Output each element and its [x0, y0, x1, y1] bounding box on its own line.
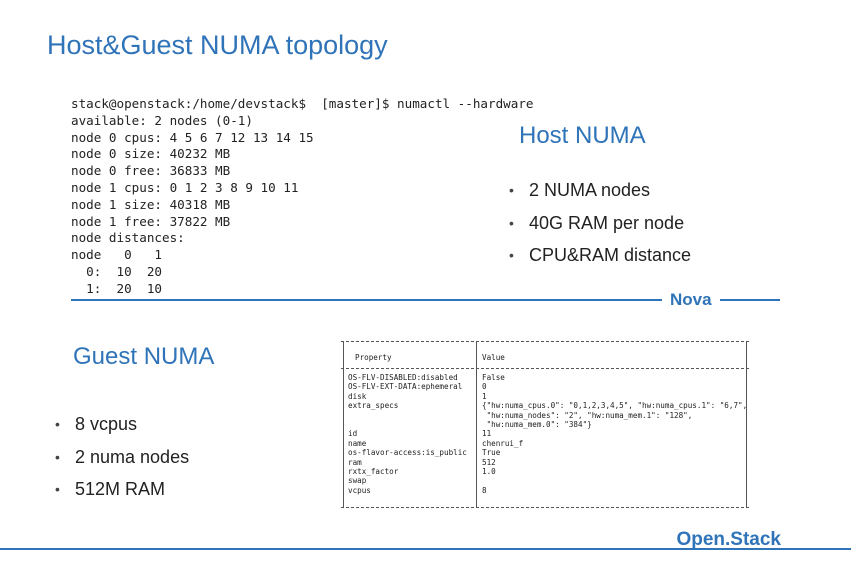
property-cell: os-flavor-access:is_public	[348, 448, 467, 458]
table-border	[341, 341, 749, 342]
bullet-item: CPU&RAM distance	[505, 243, 691, 276]
value-cell: 512	[482, 457, 496, 467]
terminal-line: 0: 10 20	[71, 263, 162, 279]
guest-numa-bullets: 8 vcpus 2 numa nodes 512M RAM	[51, 412, 189, 510]
value-cell: False	[482, 373, 505, 382]
table-border	[746, 341, 747, 508]
value-cell: 0	[482, 382, 487, 392]
terminal-output: stack@openstack:/home/devstack$ [master]…	[71, 96, 534, 298]
table-border	[343, 341, 344, 508]
property-cell: disk	[348, 391, 367, 401]
value-cell: 11	[482, 429, 492, 439]
property-cell: ram	[348, 457, 362, 467]
value-cell: "hw:numa_mem.0": "384"}	[482, 420, 592, 430]
value-cell: "hw:numa_nodes": "2", "hw:numa_mem.1": "…	[482, 410, 693, 420]
terminal-line: available: 2 nodes (0-1)	[71, 112, 253, 128]
value-cell: chenrui_f	[482, 438, 524, 448]
bullet-item: 8 vcpus	[51, 412, 189, 445]
terminal-line: node 1 free: 37822 MB	[71, 213, 231, 229]
terminal-line: stack@openstack:/home/devstack$ [master]…	[71, 96, 534, 111]
nova-label: Nova	[670, 290, 712, 309]
value-cell: True	[482, 448, 501, 458]
bullet-item: 40G RAM per node	[505, 211, 691, 244]
value-cell	[482, 476, 747, 485]
property-cell: extra_specs	[348, 401, 399, 411]
page-title: Host&Guest NUMA topology	[47, 30, 388, 60]
bullet-item: 512M RAM	[51, 477, 189, 510]
table-border	[341, 507, 749, 508]
value-cell: 1	[482, 391, 487, 401]
terminal-line: node distances:	[71, 230, 185, 246]
terminal-line: node 0 size: 40232 MB	[71, 146, 231, 162]
terminal-line: node 1 cpus: 0 1 2 3 8 9 10 11	[71, 179, 299, 195]
openstack-logo: Open.Stack	[676, 529, 781, 550]
value-cell: 1.0	[482, 467, 496, 477]
property-cell: vcpus	[348, 485, 371, 495]
property-cell: rxtx_factor	[348, 467, 399, 477]
value-cell: 8	[482, 485, 487, 495]
footer-divider	[0, 548, 851, 550]
property-cell: swap	[348, 476, 367, 486]
terminal-line: node 1 size: 40318 MB	[71, 196, 231, 212]
table-header-value: Value	[482, 353, 505, 362]
property-cell	[348, 411, 467, 420]
host-numa-bullets: 2 NUMA nodes 40G RAM per node CPU&RAM di…	[505, 178, 691, 276]
terminal-line: node 0 cpus: 4 5 6 7 12 13 14 15	[71, 129, 314, 145]
table-border	[341, 368, 749, 369]
nova-divider-left	[71, 299, 662, 301]
bullet-item: 2 NUMA nodes	[505, 178, 691, 211]
host-numa-title: Host NUMA	[519, 122, 646, 149]
guest-numa-title: Guest NUMA	[73, 343, 215, 370]
property-cell	[348, 420, 467, 429]
value-cell: {"hw:numa_cpus.0": "0,1,2,3,4,5", "hw:nu…	[482, 401, 748, 411]
table-header-property: Property	[355, 353, 392, 362]
property-cell: OS-FLV-EXT-DATA:ephemeral	[348, 382, 463, 392]
table-border	[476, 341, 477, 508]
property-cell: name	[348, 438, 367, 448]
property-cell: OS-FLV-DISABLED:disabled	[348, 373, 458, 382]
bullet-item: 2 numa nodes	[51, 445, 189, 478]
property-cell: id	[348, 429, 358, 439]
terminal-line: node 0 free: 36833 MB	[71, 163, 231, 179]
terminal-line: node 0 1	[71, 247, 162, 263]
nova-divider-right	[720, 299, 780, 301]
terminal-line: 1: 20 10	[71, 280, 162, 296]
